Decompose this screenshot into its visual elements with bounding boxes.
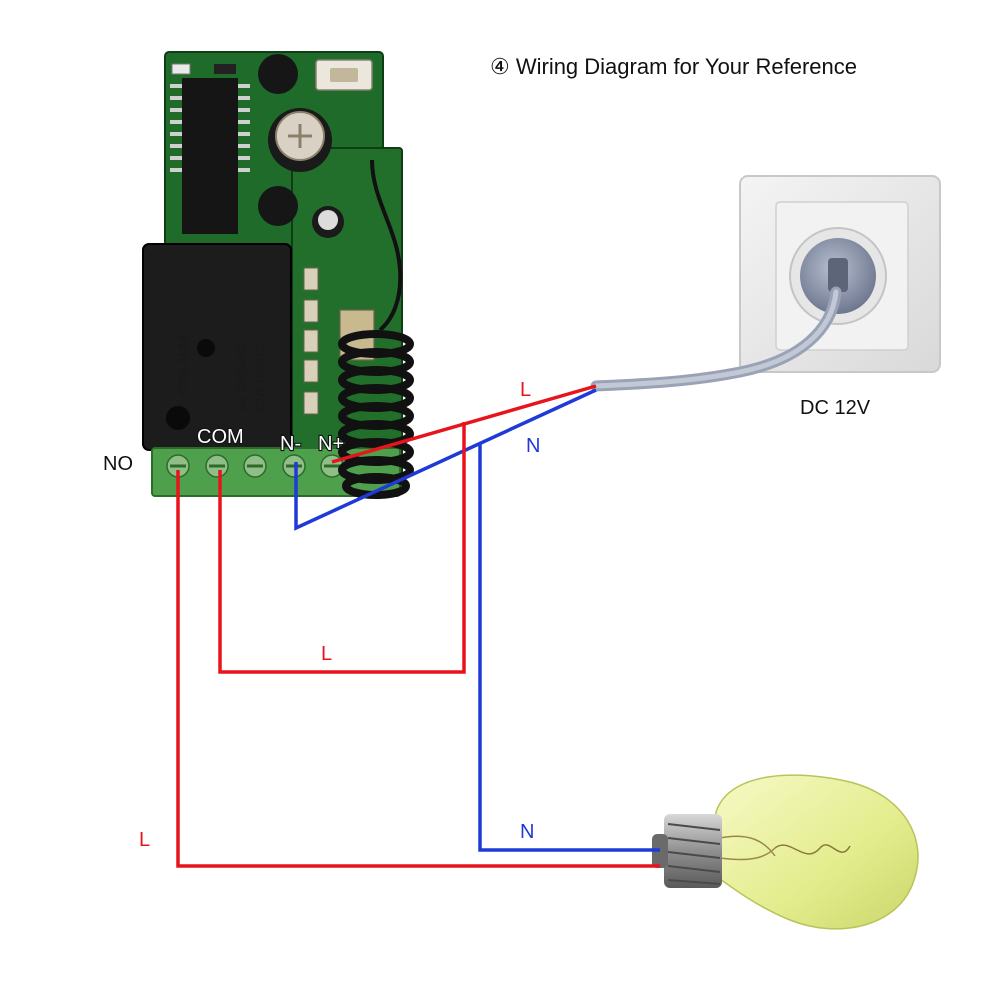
terminal-label-n-plus: N+	[318, 433, 344, 455]
terminal-label-no: NO	[103, 453, 133, 475]
wire-lamp-live	[176, 470, 660, 868]
remote-relay-board-icon: ST/8-112A 5A 250VAC 20A 14VDC	[142, 51, 403, 497]
relay-marking-rating-ac: 5A 250VAC	[234, 343, 249, 412]
terminal-label-n-minus: N-	[280, 433, 301, 455]
wire-com-live	[218, 422, 466, 674]
terminal-label-com: COM	[197, 426, 244, 448]
wire-label-supply-neutral: N	[526, 435, 540, 457]
wire-supply-neutral	[294, 388, 597, 531]
wire-label-com-live: L	[321, 643, 332, 665]
relay-marking-model: ST/8-112A	[176, 333, 191, 396]
wire-label-supply-live: L	[520, 379, 531, 401]
wire-lamp-neutral	[478, 444, 660, 852]
light-bulb-icon	[652, 774, 919, 930]
diagram-title: ④ Wiring Diagram for Your Reference	[490, 54, 857, 79]
wires	[176, 384, 660, 868]
wall-socket-icon	[590, 175, 941, 392]
relay-marking-rating-dc: 20A 14VDC	[252, 343, 267, 412]
antenna-coil-icon	[338, 159, 414, 499]
wire-label-lamp-neutral: N	[520, 821, 534, 843]
power-source-label: DC 12V	[800, 397, 871, 419]
wire-label-lamp-live: L	[139, 829, 150, 851]
